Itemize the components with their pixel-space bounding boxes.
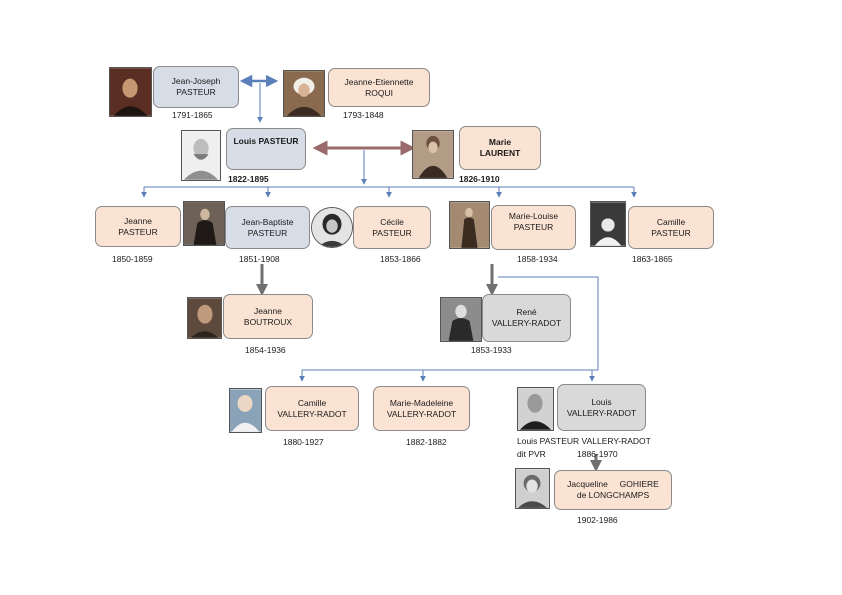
last-name: VALLERY-RADOT <box>277 408 347 419</box>
portrait-cecile <box>311 207 353 248</box>
person-jeanne-etiennette[interactable]: Jeanne-Etiennette ROQUI <box>328 68 430 107</box>
first-name: Louis <box>591 396 612 407</box>
portrait-jeanne-etiennette <box>283 70 325 117</box>
person-jean-joseph[interactable]: Jean-Joseph PASTEUR <box>153 66 239 108</box>
person-jeanne-pasteur[interactable]: Jeanne PASTEUR <box>95 206 181 247</box>
portrait-louis-vr <box>517 387 554 431</box>
first-name: Jean-Joseph <box>171 76 221 86</box>
portrait-icon <box>182 131 220 180</box>
portrait-marie-laurent <box>412 130 454 179</box>
dates-camille-pasteur: 1863-1865 <box>632 254 673 264</box>
portrait-icon <box>312 208 352 247</box>
first-name: Jacqueline GOHIERE <box>567 479 659 489</box>
portrait-jean-joseph <box>109 67 152 117</box>
dates-marie-louise: 1858-1934 <box>517 254 558 264</box>
portrait-marie-louise <box>449 201 490 249</box>
dates-jeanne-etiennette: 1793-1848 <box>343 110 384 120</box>
portrait-icon <box>516 469 549 508</box>
person-marie-louise[interactable]: Marie-Louise PASTEUR <box>491 205 576 250</box>
first-name: Marie-Louise <box>508 211 559 221</box>
person-camille-pasteur[interactable]: Camille PASTEUR <box>628 206 714 249</box>
portrait-icon <box>591 202 625 246</box>
first-name: Camille <box>297 397 327 408</box>
portrait-jeanne-boutroux <box>187 297 222 339</box>
dates-jeanne-boutroux: 1854-1936 <box>245 345 286 355</box>
first-name: René <box>516 307 537 317</box>
descent-link-vallery-radot <box>302 276 599 371</box>
portrait-icon <box>441 298 481 341</box>
full-name: Louis PASTEUR <box>233 136 299 146</box>
dates-jean-joseph: 1791-1865 <box>172 110 213 120</box>
first-name: Jeanne <box>124 215 152 226</box>
last-name: LAURENT <box>479 148 521 158</box>
portrait-icon <box>413 131 453 178</box>
dates-jean-baptiste: 1851-1908 <box>239 254 280 264</box>
portrait-jean-baptiste <box>183 201 225 246</box>
dates-marie-laurent: 1826-1910 <box>459 174 500 184</box>
last-name: BOUTROUX <box>243 316 293 327</box>
portrait-icon <box>450 202 489 248</box>
first-name: Camille <box>656 216 686 227</box>
person-jacqueline-gohiere[interactable]: Jacqueline GOHIERE de LONGCHAMPS <box>554 470 672 510</box>
last-name: PASTEUR <box>176 87 216 97</box>
portrait-icon <box>518 388 553 430</box>
dates-louis-pasteur: 1822-1895 <box>228 174 269 184</box>
dates-camille-vallery-radot: 1880-1927 <box>283 437 324 447</box>
person-jean-baptiste[interactable]: Jean-Baptiste PASTEUR <box>225 206 310 249</box>
first-name: Cécile <box>380 216 404 227</box>
portrait-icon <box>188 298 221 338</box>
last-name: ROQUI <box>365 87 393 98</box>
person-louis-pasteur[interactable]: Louis PASTEUR <box>226 128 306 170</box>
first-name: Jeanne <box>254 305 282 316</box>
last-name: PASTEUR <box>372 227 412 238</box>
portrait-icon <box>284 71 324 116</box>
dates-jacqueline-gohiere: 1902-1986 <box>577 515 618 525</box>
portrait-camille-vr <box>229 388 262 433</box>
first-name: Jean-Baptiste <box>241 216 294 227</box>
dates-rene-vallery-radot: 1853-1933 <box>471 345 512 355</box>
person-cecile-pasteur[interactable]: Cécile PASTEUR <box>353 206 431 249</box>
last-name: VALLERY-RADOT <box>491 318 562 328</box>
first-name: Jeanne-Etiennette <box>344 76 414 87</box>
portrait-jacqueline <box>515 468 550 509</box>
dates-louis-vallery-radot: 1886-1970 <box>577 449 618 459</box>
person-rene-vallery-radot[interactable]: René VALLERY-RADOT <box>482 294 571 342</box>
person-marie-laurent[interactable]: Marie LAURENT <box>459 126 541 170</box>
portrait-icon <box>110 68 151 116</box>
person-louis-vallery-radot[interactable]: Louis VALLERY-RADOT <box>557 384 646 431</box>
portrait-rene <box>440 297 482 342</box>
dates-jeanne-pasteur: 1850-1859 <box>112 254 153 264</box>
last-name: PASTEUR <box>247 227 288 238</box>
last-name: VALLERY-RADOT <box>386 408 457 419</box>
note-dit-pvr: dit PVR <box>517 449 546 459</box>
last-name: de LONGCHAMPS <box>576 490 650 500</box>
portrait-camille-pasteur <box>590 201 626 247</box>
person-marie-madeleine[interactable]: Marie-Madeleine VALLERY-RADOT <box>373 386 470 431</box>
last-name: VALLERY-RADOT <box>566 407 637 418</box>
portrait-icon <box>230 389 261 432</box>
portrait-louis-pasteur <box>181 130 221 181</box>
first-name: Marie-Madeleine <box>389 397 454 408</box>
last-name: PASTEUR <box>118 226 158 237</box>
dates-cecile-pasteur: 1853-1866 <box>380 254 421 264</box>
person-camille-vallery-radot[interactable]: Camille VALLERY-RADOT <box>265 386 359 431</box>
first-name: Marie <box>488 137 512 147</box>
last-name: PASTEUR <box>513 222 554 232</box>
dates-marie-madeleine: 1882-1882 <box>406 437 447 447</box>
person-jeanne-boutroux[interactable]: Jeanne BOUTROUX <box>223 294 313 339</box>
last-name: PASTEUR <box>651 227 691 238</box>
portrait-icon <box>184 202 224 245</box>
note-louis-vallery-radot: Louis PASTEUR VALLERY-RADOT <box>517 436 651 446</box>
